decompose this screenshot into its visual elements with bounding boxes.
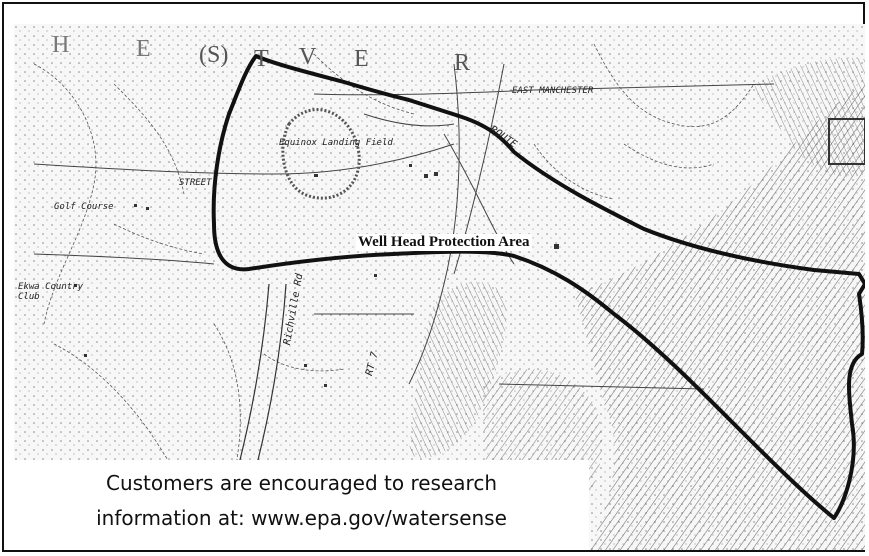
landing-field-outline: [281, 108, 361, 200]
building-marks: [74, 164, 559, 387]
label-country-club: Ekwa Country Club: [18, 282, 84, 302]
terrain-hatch-northeast: [754, 57, 865, 177]
map-letter-v: V: [299, 44, 317, 70]
map-letter-r: R: [454, 50, 471, 76]
caption-box: Customers are encouraged to research inf…: [14, 460, 589, 550]
map-letter-t: T: [254, 46, 269, 72]
protection-area-boundary: [211, 54, 865, 520]
contour-lines: [33, 43, 755, 545]
map-letter-e2: E: [354, 46, 369, 72]
protection-area-label: Well Head Protection Area: [356, 234, 532, 251]
label-east-manchester: EAST MANCHESTER: [512, 86, 594, 96]
map-letter-s: (S): [199, 42, 229, 68]
label-street: STREET: [179, 178, 212, 188]
terrain-hatch-east: [574, 84, 865, 550]
caption-line-1: Customers are encouraged to research: [105, 471, 497, 495]
roads: [33, 63, 775, 390]
map-letter-e1: E: [136, 36, 151, 62]
label-landing-field: Equinox Landing Field: [279, 138, 393, 148]
map-inset-frame: [828, 118, 865, 165]
caption-line-2: information at: www.epa.gov/watersense: [96, 506, 507, 530]
terrain-hatch-ridge: [409, 281, 507, 458]
map-letter-h: H: [52, 32, 70, 58]
label-golf-course: Golf Course: [54, 202, 114, 212]
